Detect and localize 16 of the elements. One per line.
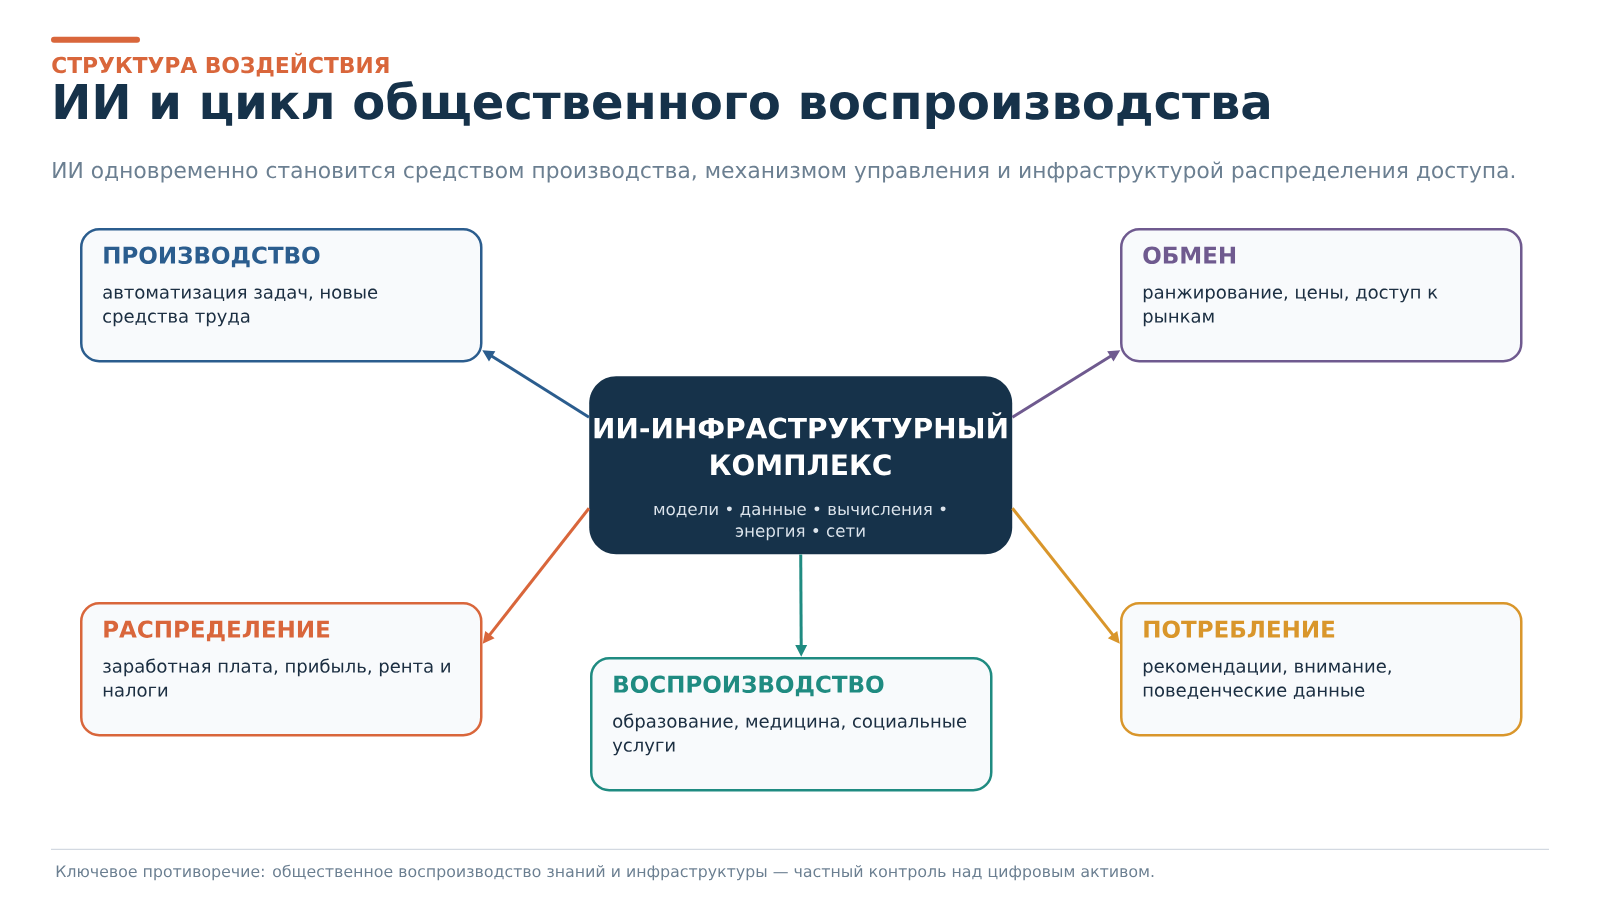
box-description: ранжирование, цены, доступ к рынкам xyxy=(1143,288,1438,327)
title: ИИ и цикл общественного воспроизводства xyxy=(55,80,1269,129)
box-description: рекомендации, внимание, поведенческие данные xyxy=(1143,662,1391,700)
box-heading: РАСПРЕДЕЛЕНИЕ xyxy=(104,620,330,642)
section-label: СТРУКТУРА ВОЗДЕЙСТВИЯ xyxy=(52,52,389,77)
box-description: образование, медицина, социальные услуги xyxy=(612,713,967,756)
footnote: Ключевое противоречие: общественное воспроизводство знаний и инфраструктуры — частный контроль над цифровым активом. xyxy=(56,864,1154,881)
box-heading: ОБМЕН xyxy=(1143,246,1236,264)
box-description: заработная плата, прибыль, рента и налоги xyxy=(103,658,450,697)
box-description: автоматизация задач, новые средства труда xyxy=(103,288,378,327)
box-heading: ИИ-ИНФРАСТРУКТУРНЫЙ КОМПЛЕКС xyxy=(594,412,1007,476)
box-description: модели • данные • вычисления • энергия • сети xyxy=(654,505,946,541)
box-heading: ВОСПРОИЗВОДСТВО xyxy=(614,675,884,697)
box-heading: ПРОИЗВОДСТВО xyxy=(104,246,320,268)
box-heading: ПОТРЕБЛЕНИЕ xyxy=(1144,620,1335,638)
subtitle: ИИ одновременно становится средством производства, механизмом управления и инфраструктурой распределения доступа. xyxy=(53,161,1515,183)
